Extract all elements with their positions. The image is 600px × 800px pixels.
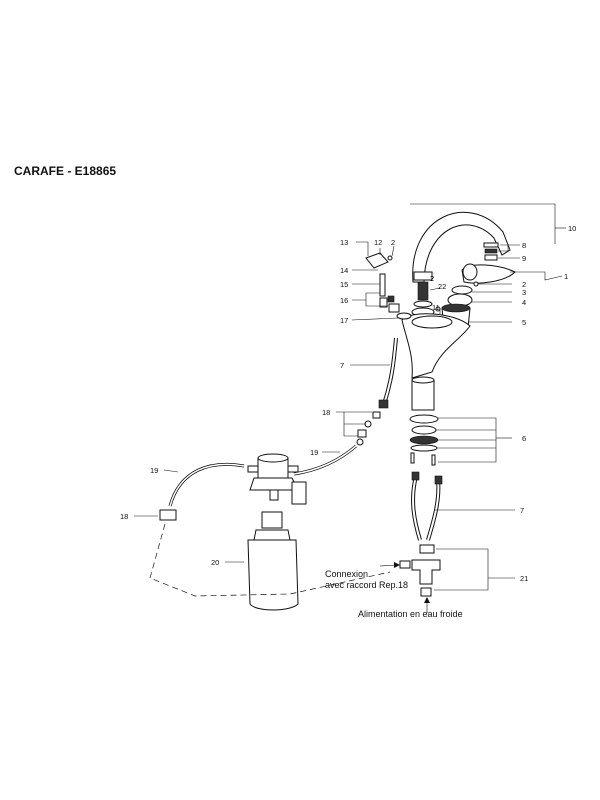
callout-17: 17 xyxy=(340,316,348,325)
callout-6: 6 xyxy=(522,434,526,443)
callout-11: 11 xyxy=(432,303,440,312)
callout-4: 4 xyxy=(522,298,526,307)
callout-15: 15 xyxy=(340,280,348,289)
dashed-link xyxy=(149,523,391,597)
callout-2-right: 2 xyxy=(522,280,526,289)
hose-left xyxy=(168,462,245,507)
filter-head xyxy=(247,453,307,505)
callout-5: 5 xyxy=(522,318,526,327)
callout-20: 20 xyxy=(211,558,219,567)
hose-fittings xyxy=(356,411,381,446)
callout-3: 3 xyxy=(522,288,526,297)
base-sleeve xyxy=(411,376,435,411)
supply-note: Alimentation en eau froide xyxy=(358,609,463,619)
callout-2-mid: 2 xyxy=(430,274,434,283)
callout-18-left: 18 xyxy=(120,512,128,521)
filter-tap-parts xyxy=(365,252,412,320)
supply-arrowhead xyxy=(424,597,430,603)
spout xyxy=(412,211,511,283)
callout-22: 22 xyxy=(438,282,446,291)
flexible-hoses xyxy=(411,471,443,541)
callout-labels: 10 8 9 1 2 3 4 5 6 7 21 13 12 2 14 15 16… xyxy=(120,224,576,583)
callout-19-left: 19 xyxy=(150,466,158,475)
connexion-arrowhead xyxy=(394,562,400,568)
aerator-parts xyxy=(483,242,499,261)
callout-14: 14 xyxy=(340,266,348,275)
callout-9: 9 xyxy=(522,254,526,263)
filter-hose xyxy=(378,337,398,409)
connexion-note-line1: Connexion xyxy=(325,569,368,579)
callout-12: 12 xyxy=(374,238,382,247)
hose-upper xyxy=(293,444,357,476)
callout-21: 21 xyxy=(520,574,528,583)
washers xyxy=(409,414,439,466)
faucet-body xyxy=(401,313,471,379)
fitting-left xyxy=(159,509,177,521)
callout-2-top: 2 xyxy=(391,238,395,247)
callout-7-right: 7 xyxy=(520,506,524,515)
callout-13: 13 xyxy=(340,238,348,247)
callout-19: 19 xyxy=(310,448,318,457)
connexion-note-line2: avec raccord Rep.18 xyxy=(325,580,408,590)
screw xyxy=(473,281,479,287)
callout-16: 16 xyxy=(340,296,348,305)
callout-8: 8 xyxy=(522,241,526,250)
tee-connector xyxy=(399,544,441,597)
leader-lines xyxy=(134,203,566,591)
cap-ring xyxy=(451,285,473,295)
diagram-title: CARAFE - E18865 xyxy=(14,164,117,178)
callout-10: 10 xyxy=(568,224,576,233)
filter-cartridge xyxy=(247,511,299,611)
callout-7-left: 7 xyxy=(340,361,344,370)
callout-18: 18 xyxy=(322,408,330,417)
lever-handle xyxy=(461,263,516,284)
callout-1: 1 xyxy=(564,272,568,281)
